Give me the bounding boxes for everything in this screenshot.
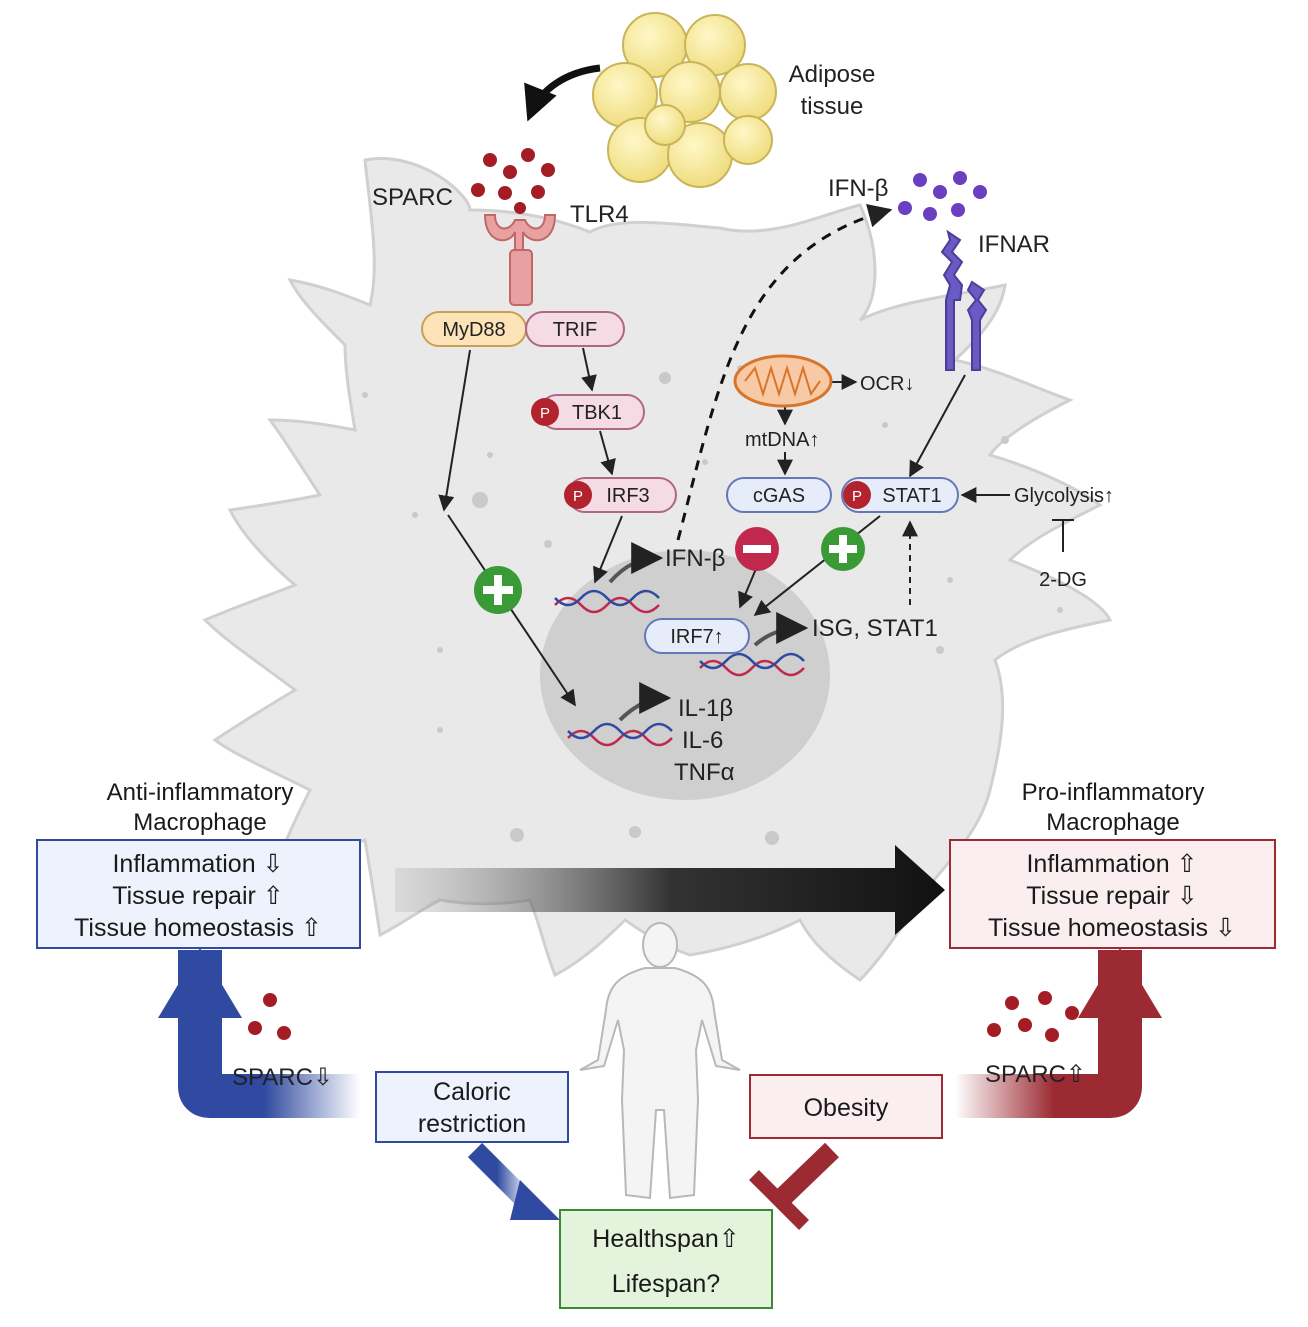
healthspan-label: Healthspan⇧ — [592, 1225, 739, 1253]
cgas-label: cGAS — [753, 485, 805, 507]
inhibition-bar-icon — [1052, 519, 1074, 552]
stat1-label: STAT1 — [882, 485, 941, 507]
isg-stat1-label: ISG, STAT1 — [812, 615, 938, 642]
two-dg-label: 2-DG — [1039, 569, 1087, 591]
myd88-label: MyD88 — [442, 319, 505, 341]
irf3-label: IRF3 — [606, 485, 649, 507]
anti-item-2: Tissue repair ⇧ — [112, 882, 283, 910]
pro-title-1: Pro-inflammatory — [1022, 779, 1205, 806]
polarization-arrow — [395, 845, 945, 935]
phospho-label-irf3: P — [573, 488, 583, 505]
plus-icon-right — [821, 527, 865, 571]
mtdna-label: mtDNA↑ — [745, 429, 819, 451]
tlr4-label: TLR4 — [570, 201, 629, 228]
ifn-beta-particles — [898, 171, 987, 221]
adipose-label-2: tissue — [801, 93, 864, 120]
il1b-label: IL-1β — [678, 695, 733, 722]
tnfa-label: TNFα — [674, 759, 735, 786]
blue-up-arrow — [178, 950, 360, 1118]
pro-item-2: Tissue repair ⇩ — [1026, 882, 1197, 910]
sparc-up-particles — [987, 991, 1079, 1042]
anti-title-1: Anti-inflammatory — [107, 779, 294, 806]
healthspan-box — [559, 1209, 773, 1309]
phospho-icon-stat1 — [843, 481, 871, 509]
glycolysis-label: Glycolysis↑ — [1014, 485, 1114, 507]
phospho-label-tbk1: P — [540, 405, 550, 422]
cr-arrowhead — [510, 1180, 560, 1220]
anti-item-3: Tissue homeostasis ⇧ — [74, 914, 322, 942]
red-arrowhead — [1078, 948, 1162, 1018]
stat1-pill — [841, 477, 959, 513]
trif-label: TRIF — [553, 319, 597, 341]
adipose-label-1: Adipose — [789, 61, 876, 88]
pro-box — [949, 839, 1276, 949]
anti-title-2: Macrophage — [133, 809, 266, 836]
obesity-inhibit-bar — [749, 1170, 809, 1230]
phospho-icon-irf3 — [564, 481, 592, 509]
red-up-arrow — [955, 950, 1142, 1118]
il6-label: IL-6 — [682, 727, 723, 754]
ifnar-label: IFNAR — [978, 231, 1050, 258]
sparc-down-label: SPARC⇩ — [232, 1064, 333, 1091]
pro-item-3: Tissue homeostasis ⇩ — [988, 914, 1236, 942]
pro-title-2: Macrophage — [1046, 809, 1179, 836]
caloric-label-1: Caloric — [433, 1078, 511, 1106]
cgas-pill — [726, 477, 832, 513]
sparc-up-label: SPARC⇧ — [985, 1061, 1086, 1088]
transcription-arrows — [608, 542, 809, 722]
human-body-icon — [579, 922, 741, 1200]
irf7-pill — [644, 618, 750, 654]
tlr4-receptor-icon — [483, 214, 557, 306]
signal-arrows — [438, 347, 1010, 707]
adipose-tissue-icon — [592, 12, 777, 188]
blue-arrowhead — [158, 948, 242, 1018]
trif-pill — [525, 311, 625, 347]
ifn-secretion-arrow — [676, 203, 893, 541]
sparc-particles — [471, 148, 555, 214]
plus-icon-left — [474, 566, 522, 614]
cell-vesicles — [362, 365, 1063, 845]
obesity-inhibit-line — [773, 1142, 839, 1208]
phospho-icon-tbk1 — [531, 398, 559, 426]
anti-box — [36, 839, 361, 949]
phospho-label-stat1: P — [852, 488, 862, 505]
irf7-label: IRF7↑ — [670, 626, 723, 648]
sparc-down-particles — [248, 993, 291, 1040]
obesity-box — [749, 1074, 943, 1139]
ifnar-receptor-icon — [940, 229, 988, 371]
ifn-beta-nuclear-label: IFN-β — [665, 545, 725, 572]
caloric-label-2: restriction — [418, 1110, 526, 1138]
adipose-to-sparc-arrow — [524, 64, 601, 122]
dna-helix-icon — [554, 589, 805, 747]
minus-icon — [735, 527, 779, 571]
mitochondrion-icon — [733, 354, 833, 408]
anti-item-1: Inflammation ⇩ — [112, 850, 283, 878]
ocr-label: OCR↓ — [860, 373, 914, 395]
ifn-beta-out-label: IFN-β — [828, 175, 888, 202]
sparc-label: SPARC — [372, 184, 453, 211]
pro-item-1: Inflammation ⇧ — [1026, 850, 1197, 878]
lifespan-label: Lifespan? — [612, 1270, 720, 1298]
tbk1-label: TBK1 — [572, 402, 622, 424]
obesity-label: Obesity — [804, 1094, 889, 1122]
caloric-restriction-box — [375, 1071, 569, 1143]
